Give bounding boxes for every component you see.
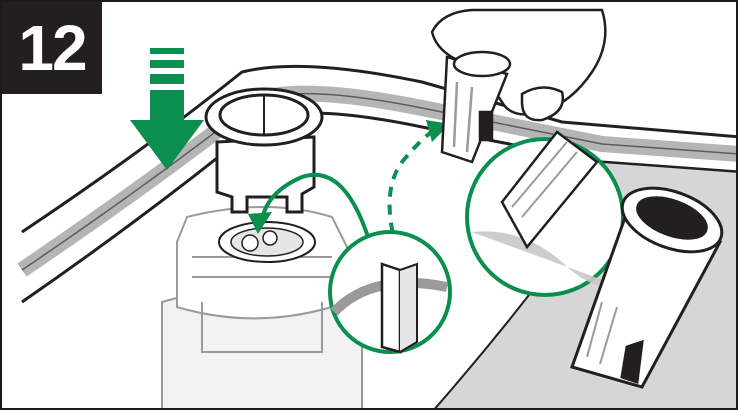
step-number-badge: 12 <box>2 2 102 94</box>
curved-arrow-icon <box>260 172 374 251</box>
detail-circle-zoom-icon <box>465 130 625 297</box>
tube-part <box>570 186 724 389</box>
fill-valve-body <box>161 206 363 408</box>
detail-circle-icon <box>328 230 452 354</box>
down-arrow-icon <box>130 48 204 170</box>
hand-illustration <box>430 8 607 164</box>
cap-part <box>204 87 324 214</box>
dashed-arrow-icon <box>387 128 436 251</box>
curved-arrow-head <box>248 212 272 234</box>
